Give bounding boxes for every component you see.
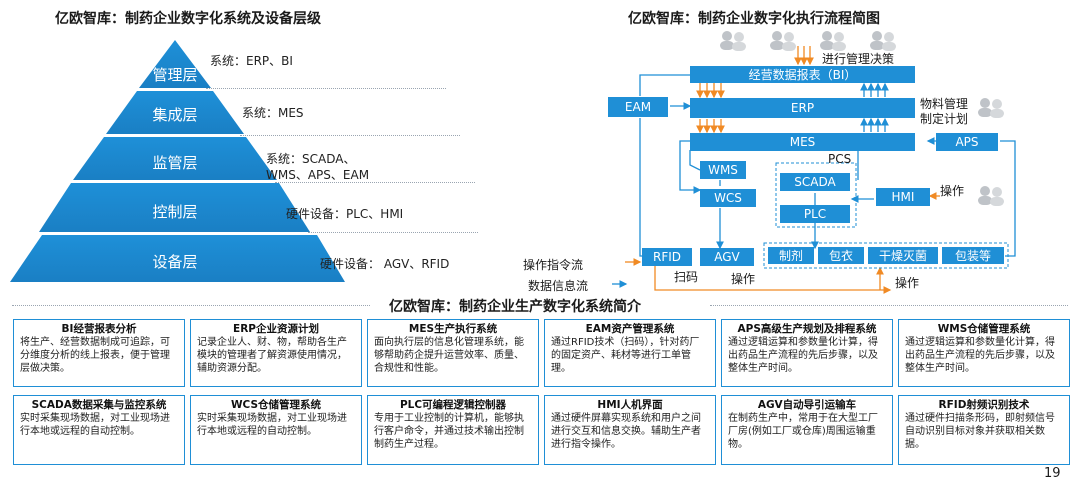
erp-box: ERP [690,98,915,118]
system-card: SCADA数据采集与监控系统实时采集现场数据，对工业现场进行本地或远程的自动控制… [13,395,185,465]
system-card: AGV自动导引运输车在制药生产中，常用于在大型工厂厂房(例如工厂或仓库)周围运输… [721,395,893,465]
operate-label-hmi: 操作 [940,184,965,198]
people-icon [978,98,1004,118]
legend-command-flow: 操作指令流 [523,258,584,272]
legend-data-flow: 数据信息流 [528,279,589,293]
system-card-title: RFID射频识别技术 [938,399,1030,411]
pyramid-note-management: 系统：ERP、BI [210,54,293,68]
pyramid-divider [308,232,478,233]
system-card-title: APS高级生产规划及排程系统 [737,323,877,335]
decision-label: 进行管理决策 [822,52,895,66]
pyramid [10,40,345,282]
wms-box: WMS [700,161,746,179]
system-card-body: 通过逻辑运算和参数量化计算，得出药品生产流程的先后步骤，以及整体生产时间。 [728,337,878,374]
mes-box: MES [690,133,915,151]
system-card-title: SCADA数据采集与监控系统 [31,399,167,411]
pyramid-divider [275,182,475,183]
system-card-title: WCS仓储管理系统 [230,399,322,411]
system-card-title: HMI人机界面 [597,399,663,411]
system-card: WCS仓储管理系统实时采集现场数据，对工业现场进行本地或远程的自动控制。 [190,395,362,465]
left-title: 亿欧智库：制药企业数字化系统及设备层级 [55,11,321,27]
pyramid-note-integration: 系统：MES [242,106,304,120]
system-card-body: 实时采集现场数据，对工业现场进行本地或远程的自动控制。 [197,413,347,437]
system-card: MES生产执行系统面向执行层的信息化管理系统，能够帮助药企提升运营效率、质量、合… [367,319,539,387]
rfid-box: RFID [642,248,692,266]
pyramid-layer-supervision: 监管层 [152,154,198,172]
bi-box: 经营数据报表（BI） [690,66,915,83]
flow-connectors [612,46,1016,294]
eam-box: EAM [608,97,668,117]
equipment-box-drying: 干燥灭菌 [868,247,938,264]
equipment-box-packaging: 包装等 [942,247,1004,264]
system-card-body: 在制药生产中，常用于在大型工厂厂房(例如工厂或仓库)周围运输重物。 [728,413,878,450]
system-card-body: 通过硬件屏幕实现系统和用户之间进行交互和信息交换。辅助生产者进行指令操作。 [551,413,701,450]
operate-label-equipment: 操作 [895,276,920,290]
system-card-body: 将生产、经营数据制成可追踪，可分维度分析的线上报表，便于管理层做决策。 [20,337,170,374]
plc-box: PLC [780,205,850,223]
pcs-label: PCS [828,152,852,166]
system-card-title: BI经营报表分析 [61,323,137,335]
system-card: ERP企业资源计划记录企业人、财、物，帮助各生产模块的管理者了解资源使用情况，辅… [190,319,362,387]
pyramid-note-control: 硬件设备：PLC、HMI [286,207,404,221]
wcs-box: WCS [700,189,756,207]
system-card-body: 实时采集现场数据，对工业现场进行本地或远程的自动控制。 [20,413,170,437]
bottom-title: 亿欧智库：制药企业生产数字化系统简介 [389,299,641,315]
hmi-box: HMI [876,188,930,206]
people-icon [820,31,846,51]
system-card-body: 通过硬件扫描条形码，即射频信号自动识别目标对象并获取相关数据。 [905,413,1055,450]
system-card-body: 记录企业人、财、物，帮助各生产模块的管理者了解资源使用情况，辅助资源分配。 [197,337,347,374]
scada-box: SCADA [780,173,850,191]
pyramid-layer-integration: 集成层 [152,106,198,124]
equipment-box-formulation: 制剂 [768,247,814,264]
system-card-body: 面向执行层的信息化管理系统，能够帮助药企提升运营效率、质量、合规性和性能。 [374,337,524,374]
page-number: 19 [1044,466,1061,481]
system-card: WMS仓储管理系统通过逻辑运算和参数量化计算，得出药品生产流程的先后步骤，以及整… [898,319,1070,387]
system-card: BI经营报表分析将生产、经营数据制成可追踪，可分维度分析的线上报表，便于管理层做… [13,319,185,387]
system-card-body: 专用于工业控制的计算机，能够执行客户命令，并通过技术输出控制制药生产过程。 [374,413,524,450]
system-card-body: 通过RFID技术（扫码），针对药厂的固定资产、耗材等进行工单管理。 [551,337,700,374]
section-divider-left [12,305,370,306]
pyramid-divider [240,135,460,136]
system-card: APS高级生产规划及排程系统通过逻辑运算和参数量化计算，得出药品生产流程的先后步… [721,319,893,387]
pyramid-layer-equipment: 设备层 [152,253,198,271]
section-divider-right [710,305,1068,306]
system-card-title: ERP企业资源计划 [233,323,319,335]
operate-label-agv: 操作 [731,272,756,286]
equipment-box-coating: 包衣 [818,247,864,264]
system-card-body: 通过逻辑运算和参数量化计算，得出药品生产流程的先后步骤，以及整体生产时间。 [905,337,1055,374]
system-card: PLC可编程逻辑控制器专用于工业控制的计算机，能够执行客户命令，并通过技术输出控… [367,395,539,465]
people-icon [978,186,1004,206]
system-card-title: AGV自动导引运输车 [757,399,857,411]
people-icon [770,31,796,51]
system-card: RFID射频识别技术通过硬件扫描条形码，即射频信号自动识别目标对象并获取相关数据… [898,395,1070,465]
people-icon [720,31,746,51]
system-card-title: MES生产执行系统 [408,323,498,335]
pyramid-layer-control: 控制层 [152,203,198,221]
agv-box: AGV [700,248,754,266]
pyramid-divider [206,88,446,89]
pyramid-note-equipment: 硬件设备： AGV、RFID [320,257,450,271]
people-icon [870,31,896,51]
system-card-title: EAM资产管理系统 [585,323,675,335]
aps-box: APS [936,133,998,151]
pyramid-layer-management: 管理层 [152,66,198,84]
right-title: 亿欧智库：制药企业数字化执行流程简图 [628,11,880,27]
system-card: HMI人机界面通过硬件屏幕实现系统和用户之间进行交互和信息交换。辅助生产者进行指… [544,395,716,465]
material-label: 物料管理制定计划 [920,97,969,126]
pyramid-note-supervision: 系统：SCADA、WMS、APS、EAM [266,152,370,182]
scan-label: 扫码 [674,270,699,284]
system-card-title: WMS仓储管理系统 [937,323,1031,335]
system-card: EAM资产管理系统通过RFID技术（扫码），针对药厂的固定资产、耗材等进行工单管… [544,319,716,387]
system-card-title: PLC可编程逻辑控制器 [399,399,507,411]
